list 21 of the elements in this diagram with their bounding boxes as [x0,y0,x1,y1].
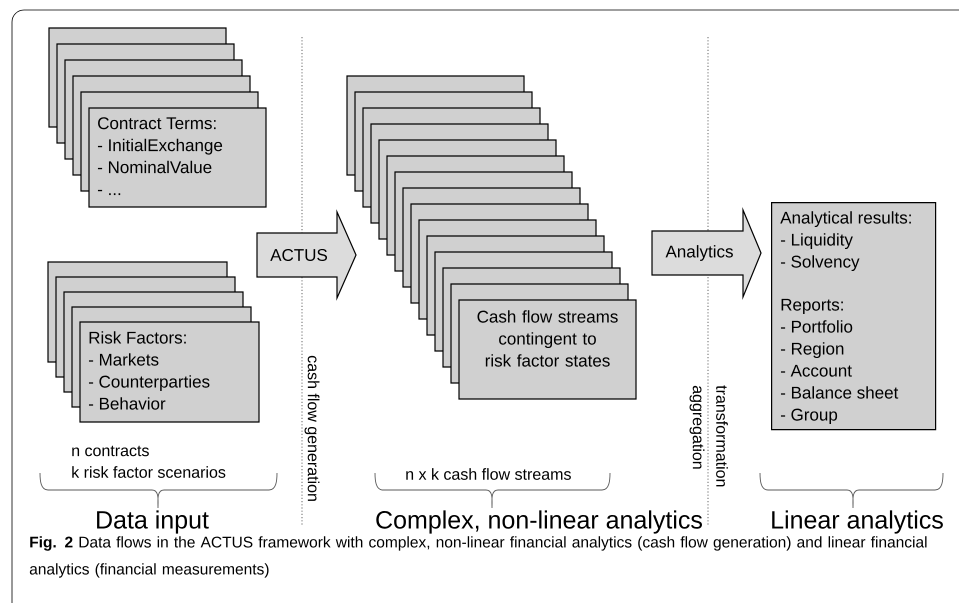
node-label: Cash flow streams contingent to risk factor states [478,310,618,367]
caption: Fig. 2 Data flows in the ACTUS framework with complex, non-linear financial analytics (cash flow generation) and linear financial analytics (financial measurements) [30,536,926,578]
rotated-label: transformation [716,385,728,486]
section-heading: Complex, non-linear analytics [376,510,702,534]
node-label: - Behavior [88,397,166,410]
label: n contracts [72,446,149,456]
card-stack: Cash flow streams contingent to risk factor states [346,75,637,400]
edge-label: ACTUS [270,248,328,262]
edge-label: Analytics [666,245,733,261]
card-stack: Contract Terms: - InitialExchange - NominalValue - ... [48,27,267,208]
card-stack: Risk Factors: - Markets - Counterparties - Behavior [47,261,260,423]
label: n x k cash flow streams [406,468,571,480]
section-heading: Linear analytics [772,510,943,534]
block-arrow [256,209,357,301]
rotated-label: cash flow generation [304,356,320,501]
block-arrow [651,207,762,300]
label: k risk factor scenarios [72,466,226,478]
rotated-label: aggregation [690,386,704,469]
results-box: Analytical results: - Liquidity - Solvency Reports: - Portfolio - Region - Account - Balance sheet - Group [771,202,936,430]
node-label: - Counterparties [88,375,210,392]
section-heading: Data input [97,510,209,534]
